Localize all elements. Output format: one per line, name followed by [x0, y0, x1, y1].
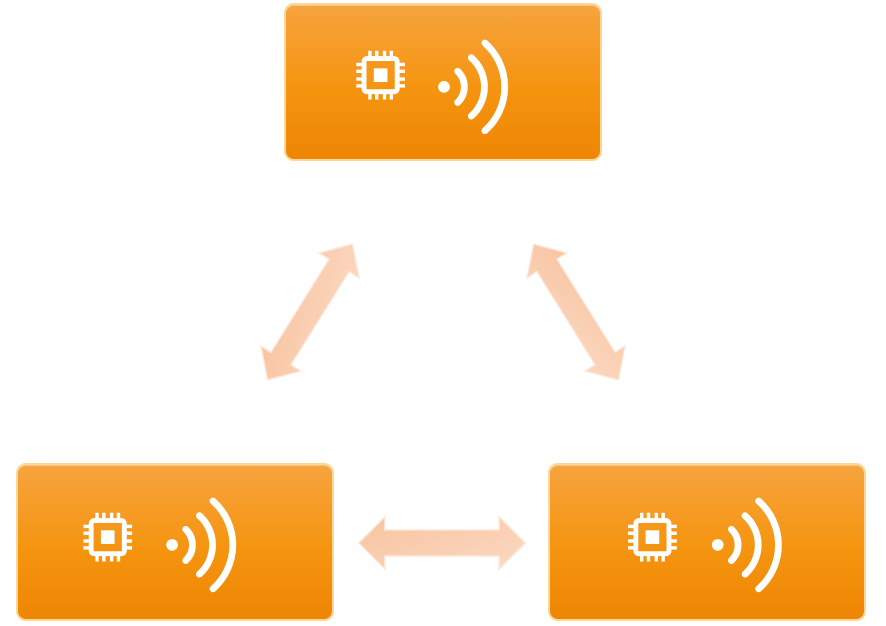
arrow-left-right — [358, 516, 526, 570]
arrow-top-right — [513, 231, 639, 393]
chip-wireless-icon — [83, 497, 237, 593]
chip-wireless-icon — [356, 39, 509, 135]
arrow-top-left — [247, 231, 373, 393]
chip-wireless-icon — [628, 497, 782, 593]
device-node-top — [284, 3, 602, 161]
device-node-right — [548, 463, 866, 621]
device-node-left — [16, 463, 334, 621]
